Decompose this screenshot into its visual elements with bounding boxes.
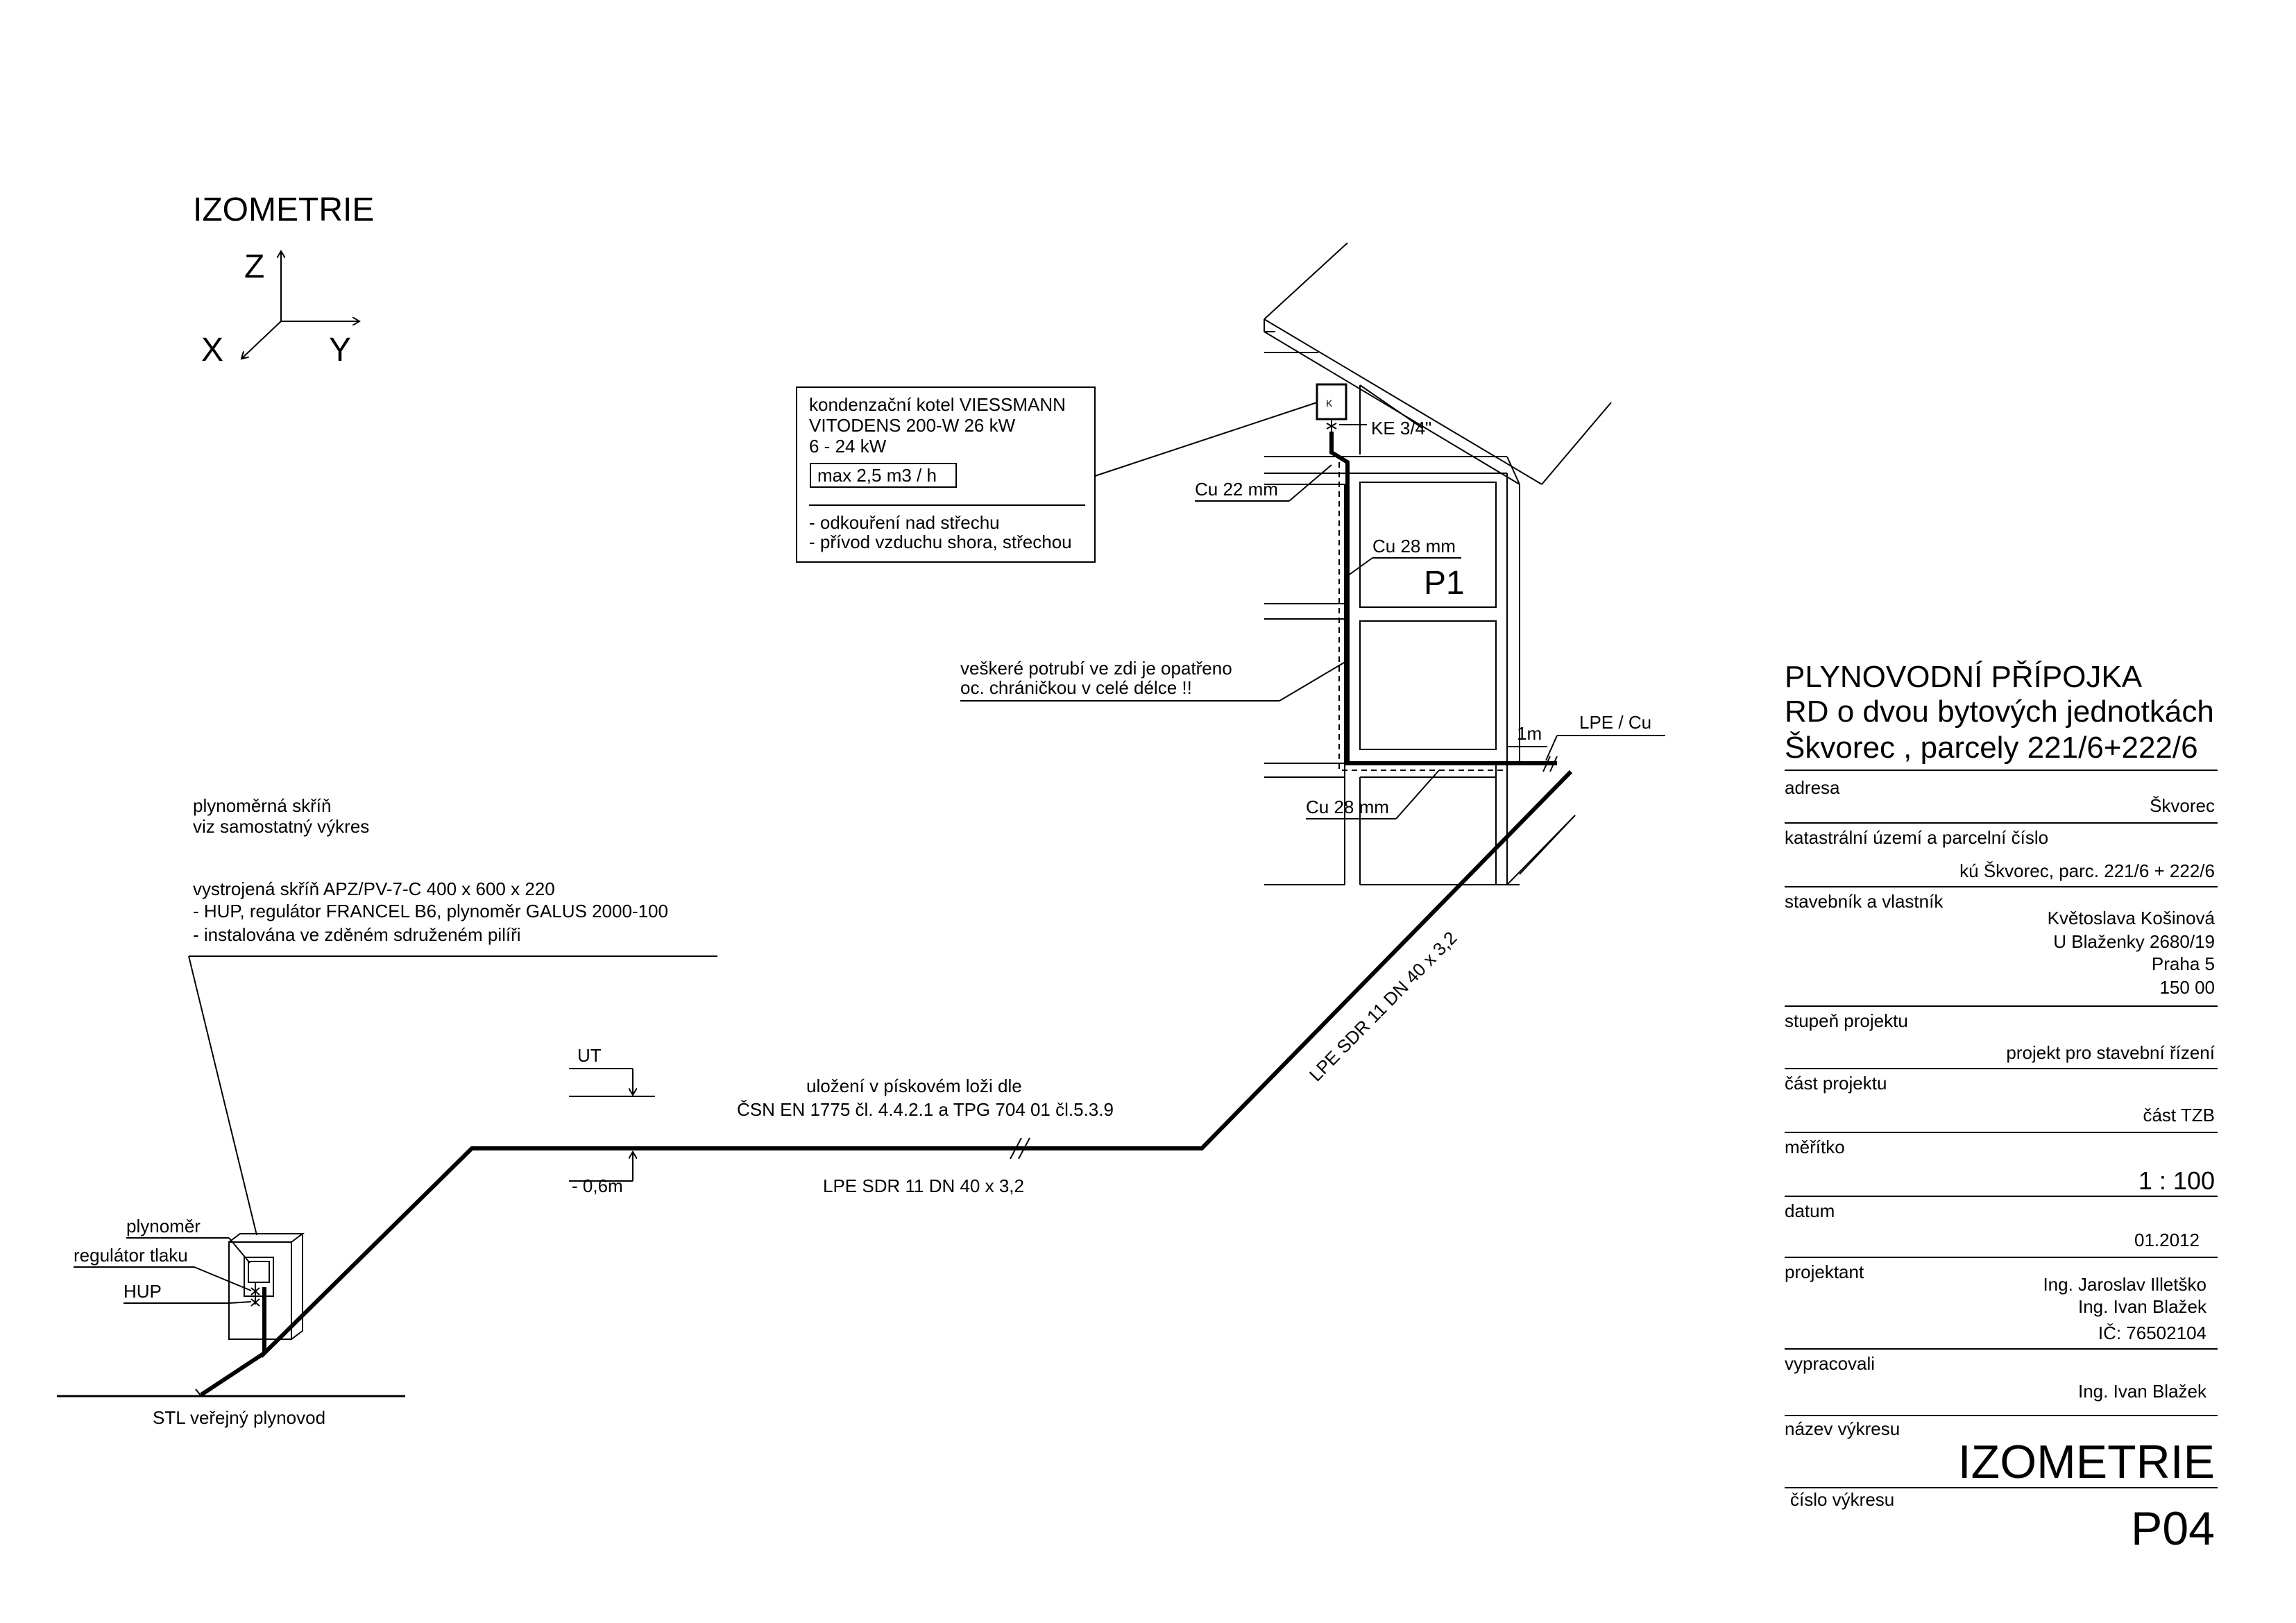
tb-stage-label: stupeň projektu (1785, 1010, 1908, 1031)
tb-date-label: datum (1785, 1200, 1835, 1221)
tb-heading3: Škvorec , parcely 221/6+222/6 (1785, 730, 2198, 765)
tb-drawing-no-label: číslo výkresu (1790, 1489, 1894, 1510)
tb-owner2: U Blaženky 2680/19 (2053, 931, 2215, 952)
tb-heading1: PLYNOVODNÍ PŘÍPOJKA (1785, 660, 2143, 694)
gas-meter-cabinet (228, 1233, 305, 1340)
boiler-line1: kondenzační kotel VIESSMANN (809, 394, 1066, 415)
cu28-top-label: Cu 28 mm (1372, 536, 1456, 556)
hup-label: HUP (124, 1281, 162, 1302)
tb-owner-label: stavebník a vlastník (1785, 891, 1944, 912)
axis-y-label: Y (329, 332, 351, 368)
tb-designer-label: projektant (1785, 1261, 1864, 1282)
tb-part: část TZB (2143, 1105, 2215, 1125)
tb-scale-label: měřítko (1785, 1137, 1845, 1157)
tb-designer1: Ing. Jaroslav Illetško (2043, 1274, 2206, 1295)
internal-gas-pipe (1329, 432, 1557, 765)
tb-owner4: 150 00 (2159, 977, 2215, 998)
one-meter-label: 1m (1517, 723, 1542, 744)
depth-label: - 0,6m (572, 1175, 623, 1196)
bedding-note-line1: uložení v pískovém loži dle (806, 1076, 1022, 1096)
tb-owner3: Praha 5 (2152, 953, 2215, 974)
title-block: PLYNOVODNÍ PŘÍPOJKA RD o dvou bytových j… (1785, 660, 2218, 1555)
tb-owner1: Květoslava Košinová (2048, 908, 2216, 928)
tb-cadastre-label: katastrální území a parcelní číslo (1785, 827, 2048, 848)
cabinet-spec-line2: - HUP, regulátor FRANCEL B6, plynoměr GA… (193, 901, 668, 921)
building-outline (1264, 242, 1612, 885)
tb-prepared: Ing. Ivan Blažek (2078, 1381, 2207, 1402)
lpe-horizontal-label: LPE SDR 11 DN 40 x 3,2 (823, 1175, 1024, 1196)
public-gas-main-label: STL veřejný plynovod (153, 1407, 325, 1428)
cabinet-spec-line1: vystrojená skříň APZ/PV-7-C 400 x 600 x … (193, 878, 555, 899)
boiler-unit: K (1316, 383, 1347, 432)
cabinet-note-line1: plynoměrná skříň (193, 795, 331, 816)
tb-cadastre: kú Škvorec, parc. 221/6 + 222/6 (1959, 860, 2215, 881)
cu28-bottom-label: Cu 28 mm (1306, 797, 1389, 817)
regulator-label: regulátor tlaku (74, 1245, 188, 1266)
meter-label: plynoměr (126, 1216, 201, 1237)
tb-designer2: Ing. Ivan Blažek (2078, 1296, 2207, 1317)
boiler-line2: VITODENS 200-W 26 kW (809, 415, 1016, 436)
tb-date: 01.2012 (2134, 1230, 2200, 1250)
boiler-note2: - přívod vzduchu shora, střechou (809, 532, 1072, 552)
service-tee (200, 1351, 266, 1397)
tb-designer3: IČ: 76502104 (2098, 1323, 2206, 1343)
room-p1-label: P1 (1424, 565, 1465, 602)
tb-heading2: RD o dvou bytových jednotkách (1785, 695, 2214, 729)
boiler-note: kondenzační kotel VIESSMANN VITODENS 200… (796, 386, 1096, 563)
tb-address: Škvorec (2150, 795, 2215, 816)
cu22-label: Cu 22 mm (1195, 479, 1278, 500)
lpe-cu-label: LPE / Cu (1579, 712, 1651, 733)
axis-indicator: Z X Y (201, 248, 359, 368)
boiler-symbol: K (1326, 398, 1333, 409)
tb-drawing-name-label: název výkresu (1785, 1418, 1900, 1439)
drawing-title: IZOMETRIE (193, 192, 374, 228)
cabinet-note-line2: viz samostatný výkres (193, 816, 369, 837)
wall-note-line1: veškeré potrubí ve zdi je opatřeno (960, 658, 1232, 679)
tb-drawing-no: P04 (2131, 1502, 2215, 1555)
tb-part-label: část projektu (1785, 1073, 1887, 1094)
boiler-note1: - odkouření nad střechu (809, 512, 1000, 533)
boiler-flow: max 2,5 m3 / h (817, 465, 937, 486)
axis-z-label: Z (244, 248, 264, 285)
tb-scale: 1 : 100 (2138, 1166, 2215, 1195)
axis-x-label: X (201, 332, 223, 368)
bedding-note-line2: ČSN EN 1775 čl. 4.4.2.1 a TPG 704 01 čl.… (737, 1099, 1114, 1120)
tb-drawing-name: IZOMETRIE (1958, 1436, 2215, 1488)
tb-prepared-label: vypracovali (1785, 1353, 1875, 1374)
tb-stage: projekt pro stavební řízení (2006, 1042, 2215, 1063)
cabinet-spec-line3: - instalována ve zděném sdruženém pilíři (193, 924, 521, 945)
boiler-line3: 6 - 24 kW (809, 436, 887, 457)
tb-address-label: adresa (1785, 777, 1840, 798)
lpe-diagonal-label: LPE SDR 11 DN 40 x 3,2 (1305, 927, 1461, 1085)
wall-note-line2: oc. chráničkou v celé délce !! (960, 677, 1192, 698)
external-gas-pipe (262, 770, 1573, 1359)
ut-label: UT (577, 1045, 602, 1066)
pipe-sleeve (1338, 462, 1507, 771)
connector-ke-label: KE 3/4" (1371, 418, 1431, 439)
